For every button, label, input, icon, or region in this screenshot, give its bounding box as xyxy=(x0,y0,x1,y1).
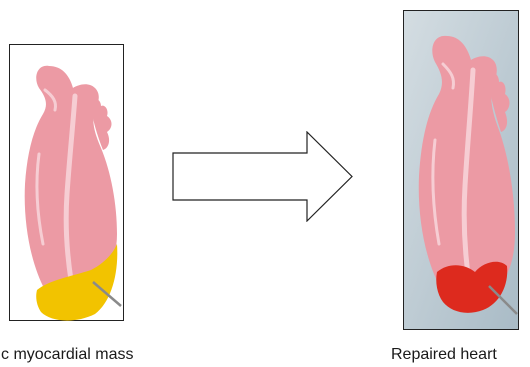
right-caption: Repaired heart xyxy=(391,345,497,365)
right-arrow-icon xyxy=(172,131,354,222)
left-caption: tic myocardial mass xyxy=(0,345,133,365)
repaired-heart-illustration xyxy=(403,10,519,330)
fibrotic-heart-illustration xyxy=(9,44,124,321)
